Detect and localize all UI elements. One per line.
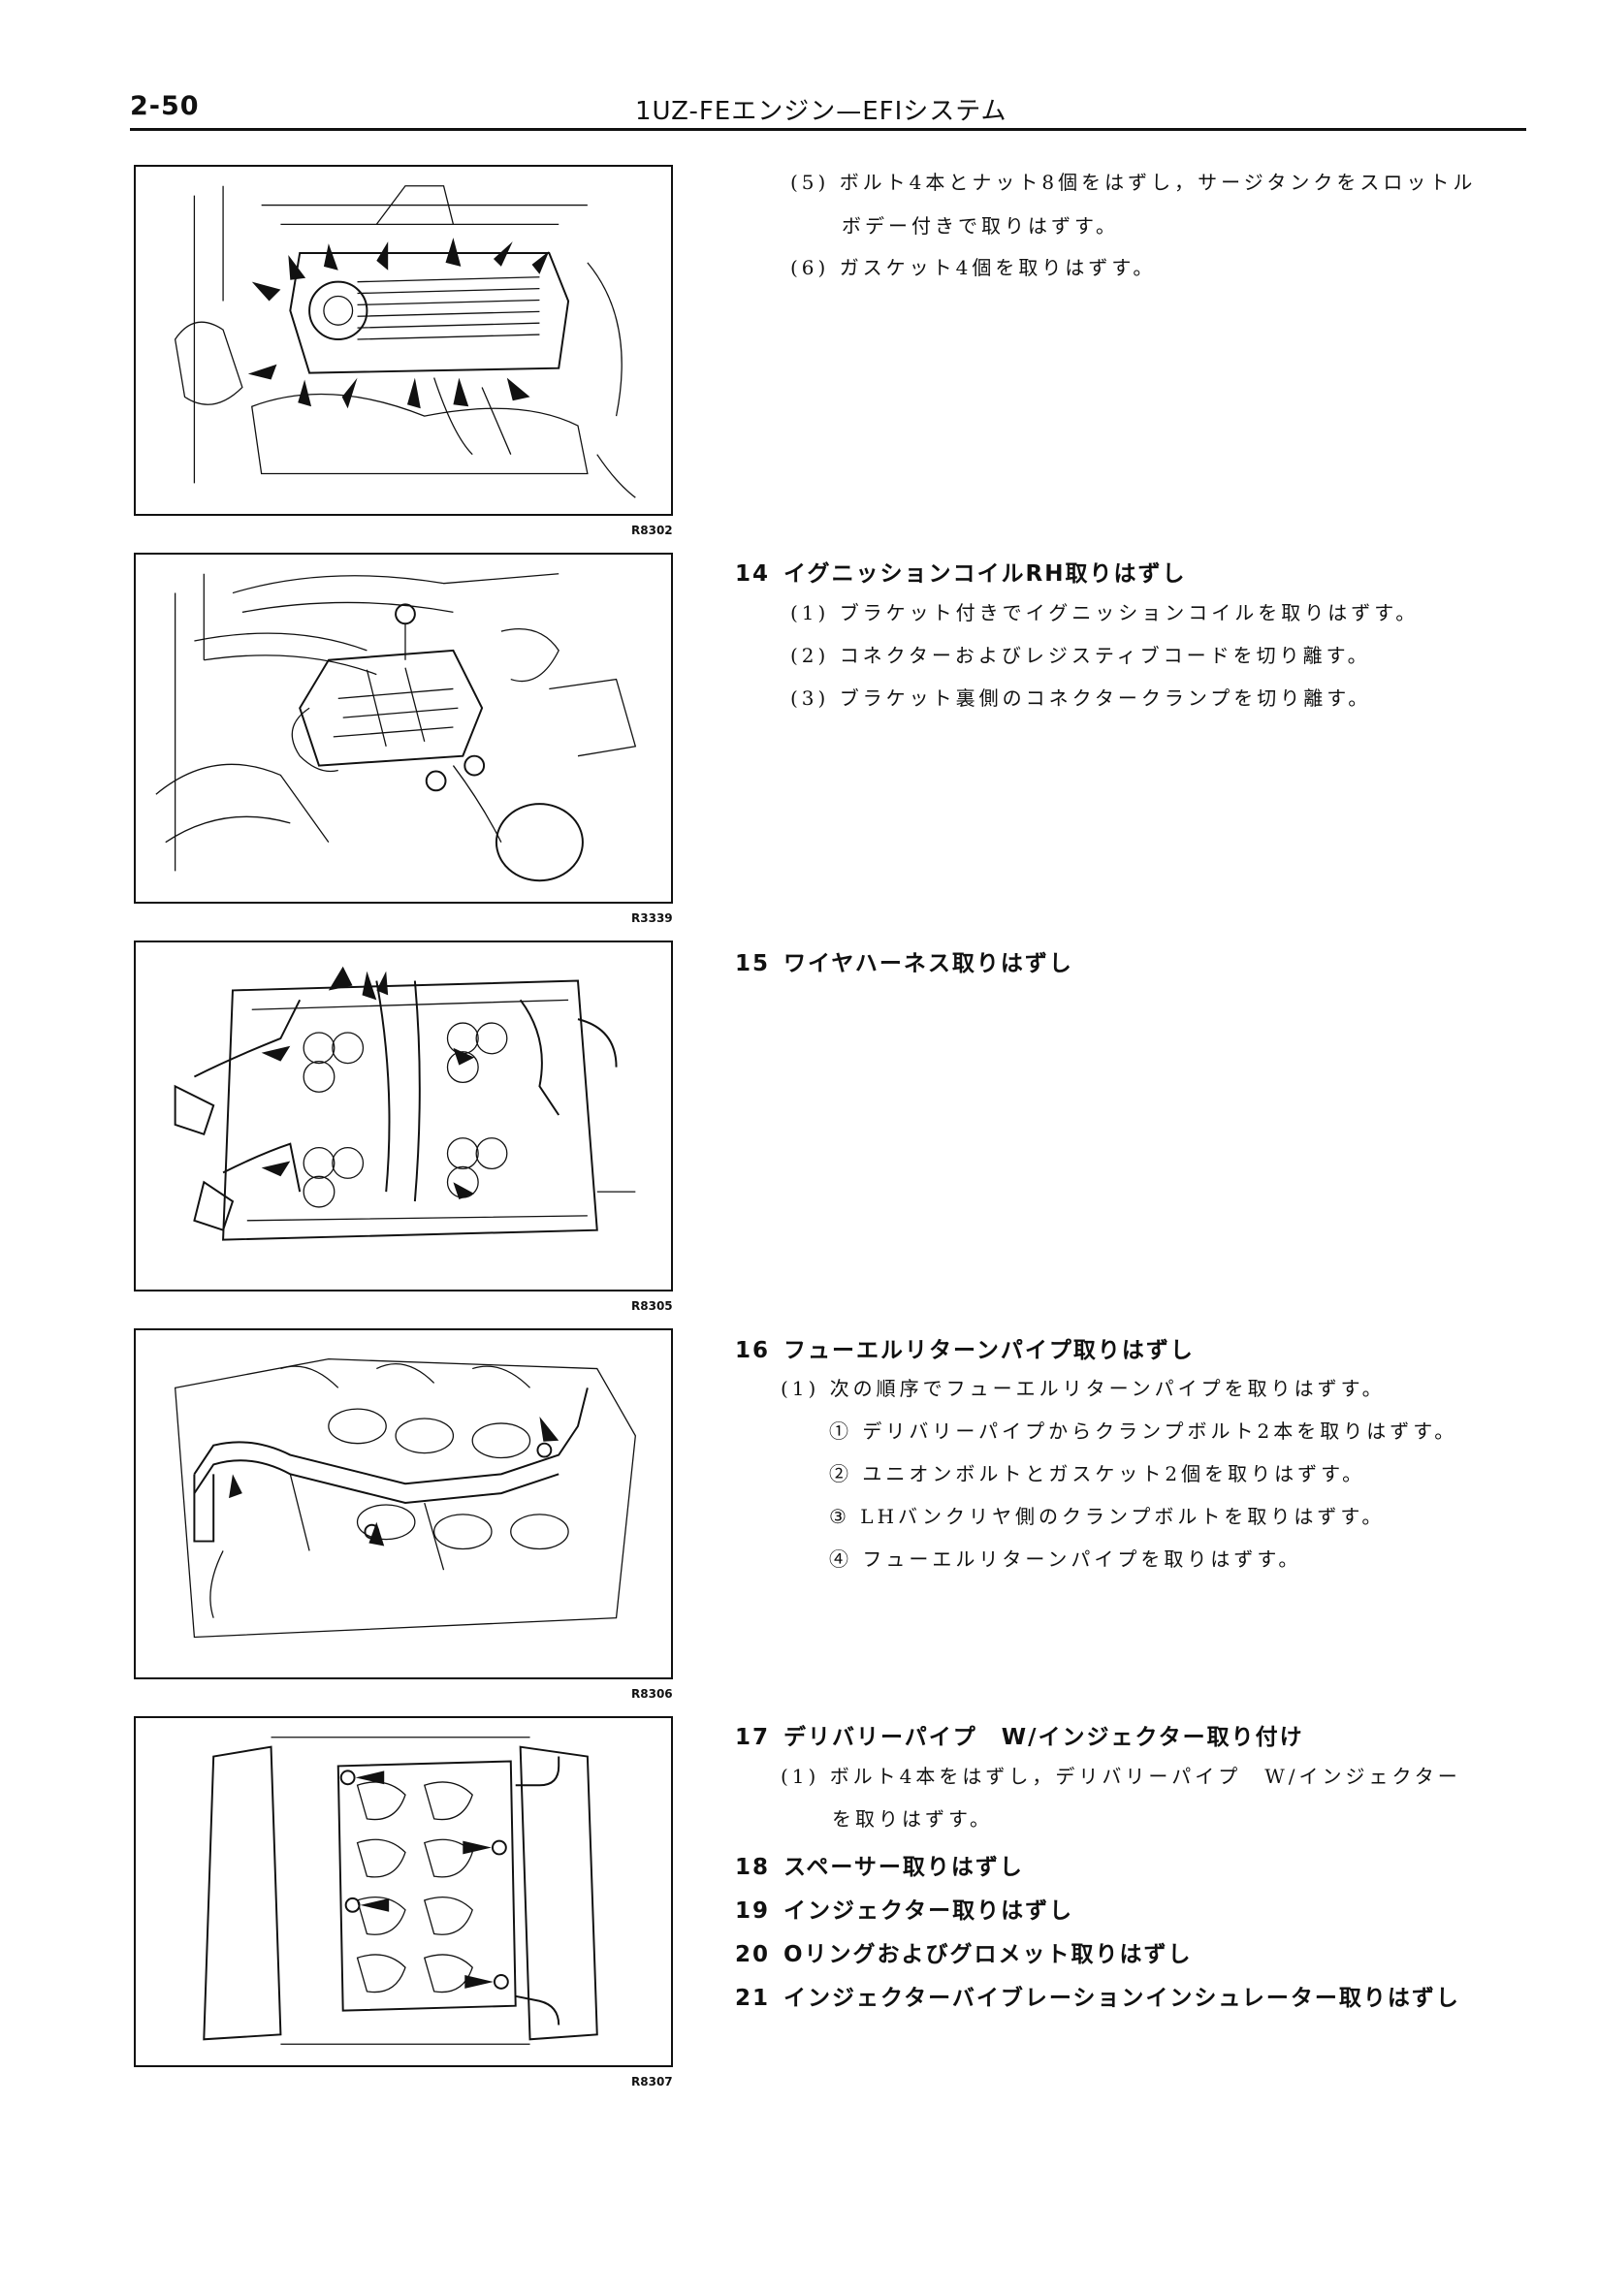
figure-delivery-pipe <box>134 1716 673 2067</box>
delivery-pipe-illustration <box>203 1737 598 2045</box>
step-number: 21 <box>735 1986 771 2011</box>
figure-code: R3339 <box>631 911 673 925</box>
figure-wire-harness <box>134 941 673 1292</box>
step-title: デリバリーパイプ W/インジェクター取り付け <box>783 1725 1304 1750</box>
step-title: インジェクターバイブレーションインシュレーター取りはずし <box>783 1986 1460 2011</box>
step-17-item-1-line-1: (1) ボルト4本をはずし，デリバリーパイプ W/インジェクター <box>781 1765 1461 1788</box>
step-13-item-5-line-2: ボデー付きで取りはずす。 <box>842 214 1119 238</box>
step-title: スペーサー取りはずし <box>783 1855 1024 1880</box>
step-number: 15 <box>735 951 771 976</box>
fuel-return-pipe-illustration <box>174 1358 636 1639</box>
surge-tank-illustration <box>174 185 636 498</box>
step-title: フューエルリターンパイプ取りはずし <box>783 1338 1195 1363</box>
step-13-item-6: (6) ガスケット4個を取りはずす。 <box>790 256 1157 279</box>
step-number: 20 <box>735 1942 771 1967</box>
step-14-heading: 14 イグニッションコイルRH取りはずし <box>735 555 1187 588</box>
step-title: ワイヤハーネス取りはずし <box>783 951 1073 976</box>
figure-fuel-return-pipe <box>134 1328 673 1679</box>
step-16-substep-3: ③ LHバンクリヤ側のクランプボルトを取りはずす。 <box>829 1505 1386 1528</box>
step-16-heading: 16 フューエルリターンパイプ取りはずし <box>735 1331 1195 1364</box>
step-number: 19 <box>735 1898 771 1924</box>
figure-code: R8305 <box>631 1299 673 1313</box>
step-19-heading: 19 インジェクター取りはずし <box>735 1892 1073 1925</box>
figure-code: R8306 <box>631 1687 673 1701</box>
step-number: 18 <box>735 1855 771 1880</box>
step-number: 17 <box>735 1725 771 1750</box>
page-number: 2-50 <box>130 91 200 121</box>
step-title: イグニッションコイルRH取りはずし <box>783 561 1187 587</box>
figure-surge-tank <box>134 165 673 516</box>
step-17-heading: 17 デリバリーパイプ W/インジェクター取り付け <box>735 1718 1304 1751</box>
step-title: インジェクター取りはずし <box>783 1898 1074 1924</box>
header-rule <box>130 128 1526 131</box>
step-16-substep-4: ④ フューエルリターンパイプを取りはずす。 <box>829 1547 1302 1571</box>
step-14-item-2: (2) コネクターおよびレジスティブコードを切り離す。 <box>790 644 1371 667</box>
step-20-heading: 20 Oリングおよびグロメット取りはずし <box>735 1935 1193 1968</box>
page-title: 1UZ-FEエンジン—EFIシステム <box>635 97 1007 126</box>
step-16-substep-1: ① デリバリーパイプからクランプボルト2本を取りはずす。 <box>829 1419 1458 1443</box>
figure-code: R8307 <box>631 2075 673 2089</box>
wire-harness-illustration <box>174 966 636 1241</box>
step-16-substep-2: ② ユニオンボルトとガスケット2個を取りはずす。 <box>829 1462 1366 1485</box>
step-number: 14 <box>735 561 771 587</box>
step-15-heading: 15 ワイヤハーネス取りはずし <box>735 944 1073 977</box>
step-14-item-1: (1) ブラケット付きでイグニッションコイルを取りはずす。 <box>790 601 1420 624</box>
step-14-item-3: (3) ブラケット裏側のコネクタークランプを切り離す。 <box>790 686 1372 710</box>
step-number: 16 <box>735 1338 771 1363</box>
figure-code: R8302 <box>631 524 673 537</box>
step-title: Oリングおよびグロメット取りはずし <box>783 1942 1193 1967</box>
step-16-item-1: (1) 次の順序でフューエルリターンパイプを取りはずす。 <box>781 1377 1386 1400</box>
step-17-item-1-line-2: を取りはずす。 <box>832 1807 993 1831</box>
ignition-coil-illustration <box>155 573 637 882</box>
step-18-heading: 18 スペーサー取りはずし <box>735 1848 1024 1881</box>
step-13-item-5-line-1: (5) ボルト4本とナット8個をはずし，サージタンクをスロットル <box>790 171 1477 194</box>
step-21-heading: 21 インジェクターバイブレーションインシュレーター取りはずし <box>735 1979 1460 2012</box>
figure-ignition-coil <box>134 553 673 904</box>
